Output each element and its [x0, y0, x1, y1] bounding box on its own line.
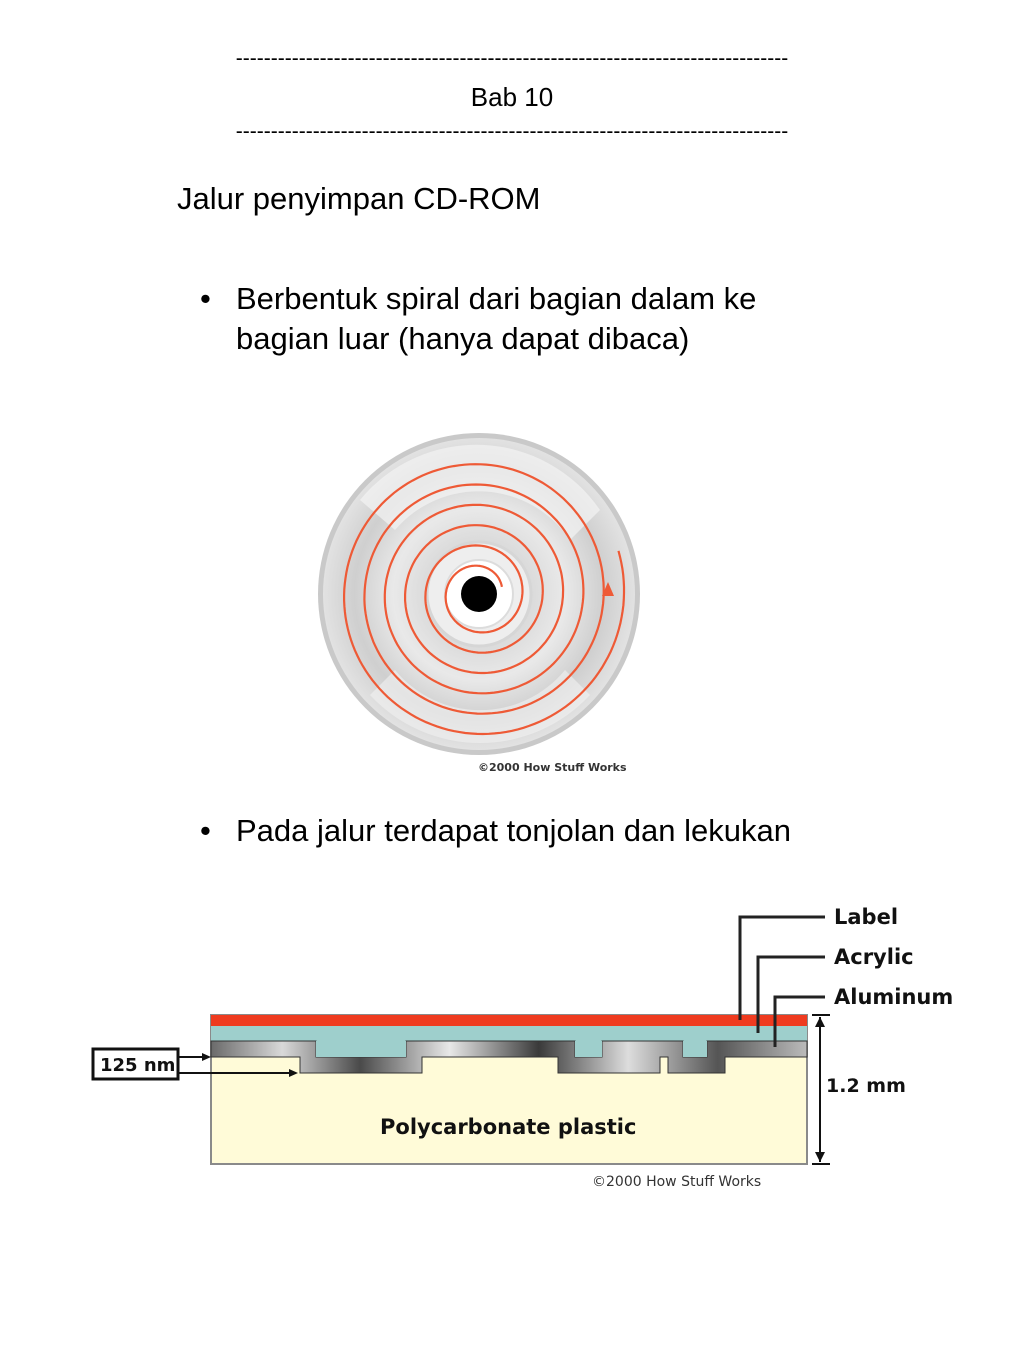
- aluminum-layer-label: Aluminum: [834, 985, 953, 1009]
- bump-height-label: 125 nm: [100, 1055, 175, 1076]
- acrylic-pit-fill: [316, 1041, 707, 1057]
- cd-spiral-figure: ©2000 How Stuff Works: [318, 433, 640, 774]
- bullet-text: Pada jalur terdapat tonjolan dan lekukan: [236, 813, 791, 848]
- label-layer-label: Label: [834, 905, 898, 929]
- label-leader-line: [738, 915, 825, 1020]
- bump-top-arrow-icon: [202, 1053, 211, 1061]
- aluminum-layer: [210, 1040, 808, 1074]
- thickness-arrow-down-icon: [815, 1152, 825, 1162]
- bump-height-box: [91, 1047, 180, 1081]
- layer-figure-credit: ©2000 How Stuff Works: [592, 1174, 761, 1190]
- bullet-text: Berbentuk spiral dari bagian dalam ke ba…: [236, 281, 757, 356]
- bullet-item-spiral: • Berbentuk spiral dari bagian dalam ke …: [200, 279, 840, 359]
- acrylic-layer-label: Acrylic: [834, 945, 914, 969]
- spiral-track: [343, 463, 626, 736]
- chapter-title: Bab 10: [470, 82, 554, 112]
- track-direction-arrow-icon: [602, 582, 614, 596]
- bullet-marker: •: [200, 813, 211, 848]
- disc-center-hole: [461, 576, 497, 612]
- cd-layer-cross-section: Label Acrylic Aluminum 1.2 mm 125 nm Pol…: [91, 905, 953, 1190]
- header-rule-top: ----------------------------------------…: [235, 47, 789, 70]
- substrate-label: Polycarbonate plastic: [380, 1115, 636, 1139]
- acrylic-leader-line: [756, 955, 825, 1033]
- disc-figure-credit: ©2000 How Stuff Works: [478, 761, 627, 774]
- bullet-item-pits: • Pada jalur terdapat tonjolan dan lekuk…: [200, 811, 840, 851]
- thickness-arrow-up-icon: [815, 1017, 825, 1027]
- slide-heading: Jalur penyimpan CD-ROM: [177, 181, 541, 216]
- acrylic-layer: [211, 1025, 807, 1041]
- aluminum-leader-line: [773, 995, 825, 1047]
- header-rule-bottom: ----------------------------------------…: [235, 120, 789, 143]
- label-layer: [211, 1015, 807, 1026]
- disc-sheen: [360, 444, 600, 540]
- thickness-label: 1.2 mm: [826, 1075, 906, 1097]
- bullet-marker: •: [200, 281, 211, 316]
- bump-bottom-arrow-icon: [289, 1069, 298, 1077]
